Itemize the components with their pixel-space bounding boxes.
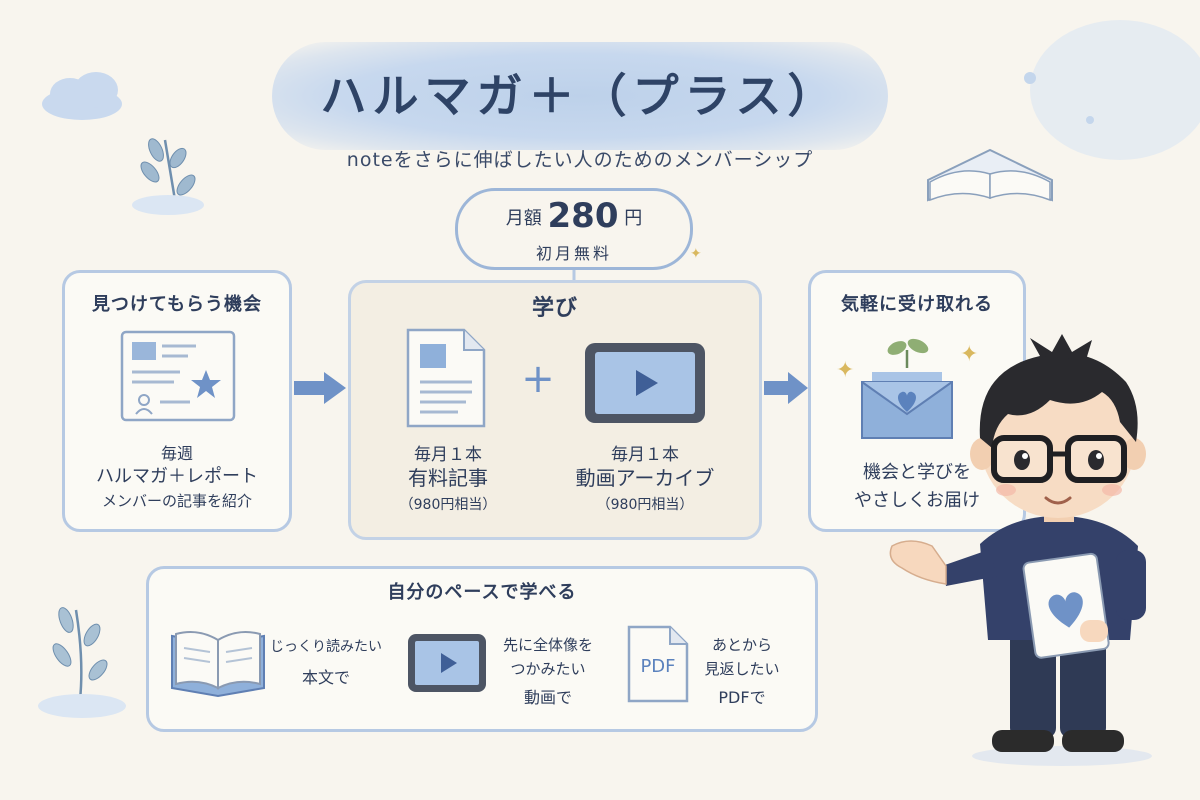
price-suffix: 円 <box>624 208 643 229</box>
pace-pdf-line-3: PDFで <box>718 688 766 707</box>
tablet-play-icon <box>585 343 705 423</box>
article-line-1: 毎月１本 <box>414 445 482 465</box>
learn-plus-sign: + <box>521 356 555 402</box>
pace-pdf-line-1: あとから <box>711 636 772 654</box>
user-icon <box>135 394 153 415</box>
discover-line-2: ハルマガ＋レポート <box>96 466 258 487</box>
arrow-right-icon <box>764 372 808 404</box>
pace-heading: 自分のペースで学べる <box>387 582 577 603</box>
envelope-heart-icon <box>861 338 953 439</box>
article-line-2: 有料記事 <box>408 466 488 490</box>
pdf-icon-label: PDF <box>640 656 676 677</box>
leaf-sprig-icon <box>52 607 108 701</box>
learn-heading: 学び <box>531 296 578 321</box>
discover-line-1: 毎週 <box>160 444 193 463</box>
pdf-file-icon <box>627 625 689 703</box>
seedling-icon <box>887 338 929 368</box>
cloud-icon <box>42 72 122 120</box>
tablet-play-icon <box>408 634 486 692</box>
leaf-sprig-icon <box>140 138 196 201</box>
video-line-2: 動画アーカイブ <box>575 466 715 490</box>
receive-line-2: やさしくお届け <box>854 490 980 511</box>
sparkle-icon: ✦ <box>690 246 702 262</box>
discover-card-illustration <box>120 330 236 422</box>
open-book-icon <box>171 631 265 698</box>
character-illustration <box>889 334 1152 766</box>
sparkle-icon: ✦ <box>836 358 855 383</box>
price-line: 月額 280 円 <box>455 196 693 236</box>
pace-video-line-2: つかみたい <box>510 660 586 678</box>
sparkle-icon: ✦ <box>960 342 979 367</box>
open-book-icon <box>927 148 1053 202</box>
price-note: 初月無料 <box>535 244 612 263</box>
page-title: ハルマガ＋（プラス） <box>320 69 840 123</box>
pace-video-line-1: 先に全体像を <box>502 636 593 654</box>
document-icon <box>406 328 486 428</box>
heart-icon <box>897 391 917 412</box>
receive-line-1: 機会と学びを <box>863 462 971 483</box>
price-amount: 280 <box>547 196 619 236</box>
pace-pdf-line-2: 見返したい <box>704 660 780 678</box>
pace-book-line-1: じっくり読みたい <box>270 639 382 655</box>
arrow-right-icon <box>294 372 346 404</box>
price-badge <box>455 188 693 270</box>
discover-line-3: メンバーの記事を紹介 <box>101 492 252 510</box>
article-line-3: （980円相当） <box>399 497 497 513</box>
receive-heading: 気軽に受け取れる <box>841 294 993 315</box>
video-line-3: （980円相当） <box>596 497 694 513</box>
pace-video-line-3: 動画で <box>523 688 572 707</box>
price-prefix: 月額 <box>505 208 542 229</box>
page-subtitle: noteをさらに伸ばしたい人のためのメンバーシップ <box>346 149 814 171</box>
pace-book-line-2: 本文で <box>301 668 350 687</box>
discover-heading: 見つけてもらう機会 <box>91 294 263 315</box>
video-line-1: 毎月１本 <box>611 445 679 465</box>
heart-icon <box>1048 592 1083 628</box>
star-icon <box>191 370 221 398</box>
title-background <box>272 42 888 150</box>
